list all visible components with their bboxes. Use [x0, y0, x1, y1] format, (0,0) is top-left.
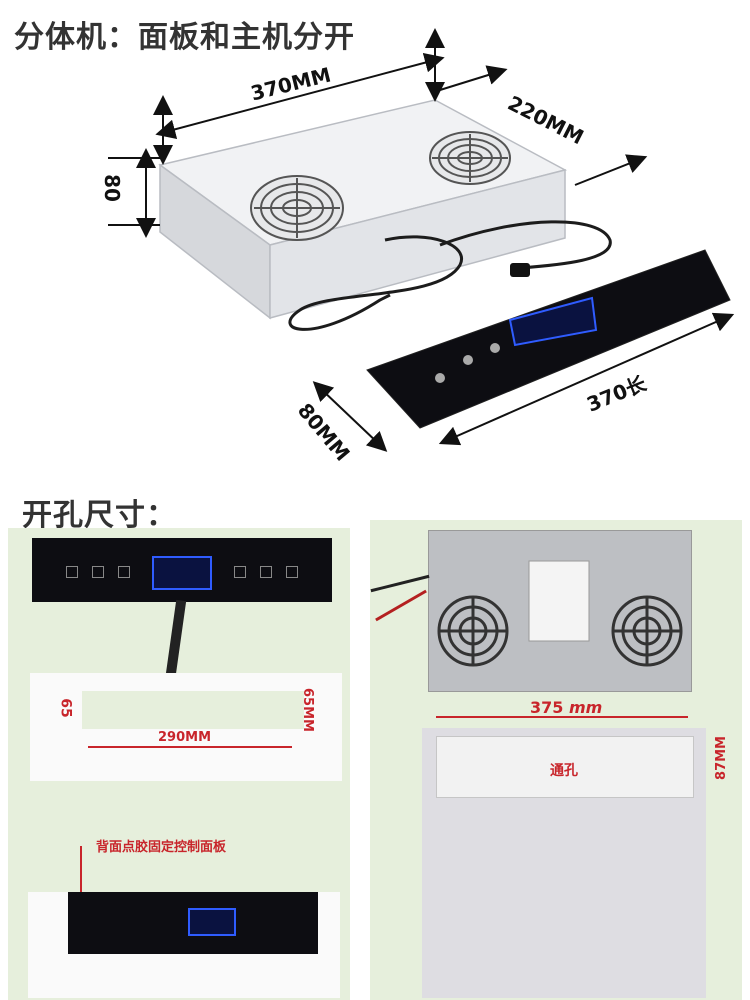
- dim-cut-height-left: 65: [57, 698, 74, 718]
- fan-right-icon: [429, 131, 511, 185]
- cutout-hole: [82, 691, 304, 729]
- fan-icon-b: [611, 595, 683, 667]
- display-screen: [152, 556, 212, 590]
- mounted-panel: [68, 892, 318, 954]
- dim-line-cut-width: [88, 746, 292, 748]
- host-top-view: [428, 530, 692, 692]
- glue-note: 背面点胶固定控制面板: [96, 840, 227, 855]
- right-mounting-board: [422, 728, 706, 998]
- heading-split-unit: 分体机：面板和主机分开: [14, 20, 355, 55]
- wire-black: [370, 574, 430, 593]
- note-pointer: [80, 846, 82, 894]
- dim-cut-width: 290MM: [158, 730, 212, 745]
- dim-host-height: 80: [99, 174, 124, 202]
- mounting-board: [30, 673, 342, 781]
- fan-left-icon: [250, 175, 344, 241]
- heading-cutout-size: 开孔尺寸：: [22, 498, 177, 533]
- host-unit: [158, 99, 612, 331]
- host-and-panel-illustration: [108, 27, 735, 452]
- dim-right-width: 375 mm: [530, 698, 603, 717]
- left-cutout-photo: 65 65MM 290MM 背面点胶固定控制面板: [8, 528, 350, 1000]
- dim-right-height: 87MM: [714, 736, 729, 780]
- dim-line-right-width: [436, 716, 688, 718]
- dim-cut-height-right: 65MM: [300, 688, 315, 732]
- fan-icon-a: [437, 595, 509, 667]
- right-cutout-photo: 375 mm 通孔 87MM: [370, 520, 742, 1000]
- wire-red: [375, 589, 427, 622]
- mounted-board: [28, 892, 340, 998]
- through-hole: [436, 736, 694, 798]
- through-hole-label: 通孔: [550, 763, 578, 779]
- control-panel-photo: [32, 538, 332, 602]
